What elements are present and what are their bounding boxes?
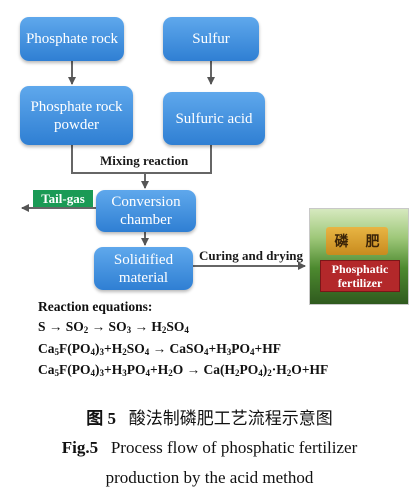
- phosphatic-fertilizer-photo: 磷 肥 Phosphatic fertilizer: [309, 208, 409, 305]
- phosphate-rock-box: Phosphate rock: [20, 17, 124, 61]
- conversion-chamber-box: Conversion chamber: [96, 190, 196, 232]
- bag-char-1: 磷: [334, 234, 349, 250]
- caption-en-line1: Fig.5 Process flow of phosphatic fertili…: [0, 438, 419, 458]
- caption-cn: 图 5 酸法制磷肥工艺流程示意图: [0, 404, 419, 429]
- curing-and-drying-label: Curing and drying: [199, 248, 304, 263]
- equation-2: Ca5F(PO4)3+H2SO4 → CaSO4+H3PO4+HF: [38, 341, 281, 357]
- solidified-material-box: Solidified material: [94, 247, 193, 290]
- equations-heading: Reaction equations:: [38, 299, 153, 314]
- sulfur-box: Sulfur: [163, 17, 259, 61]
- mixing-reaction-label: Mixing reaction: [100, 153, 189, 168]
- sulfuric-acid-box: Sulfuric acid: [163, 92, 265, 145]
- equation-1: S → SO2 → SO3 → H2SO4: [38, 319, 189, 335]
- phosphate-rock-powder-box: Phosphate rock powder: [20, 86, 133, 145]
- tail-gas-label: Tail-gas: [33, 190, 93, 207]
- equation-3: Ca5F(PO4)3+H3PO4+H2O → Ca(H2PO4)2·H2O+HF: [38, 362, 329, 378]
- fertilizer-bag: 磷 肥: [326, 227, 388, 255]
- caption-cn-number: 图 5: [86, 409, 116, 428]
- caption-cn-text: 酸法制磷肥工艺流程示意图: [128, 409, 333, 428]
- phosphatic-fertilizer-label: Phosphatic fertilizer: [320, 260, 400, 292]
- caption-en-line2: production by the acid method: [105, 468, 314, 487]
- caption-en-text-1: Process flow of phosphatic fertilizer: [110, 438, 358, 457]
- merge-line: [71, 145, 212, 174]
- caption-en-number: Fig.5: [61, 438, 99, 457]
- bag-char-2: 肥: [365, 234, 380, 250]
